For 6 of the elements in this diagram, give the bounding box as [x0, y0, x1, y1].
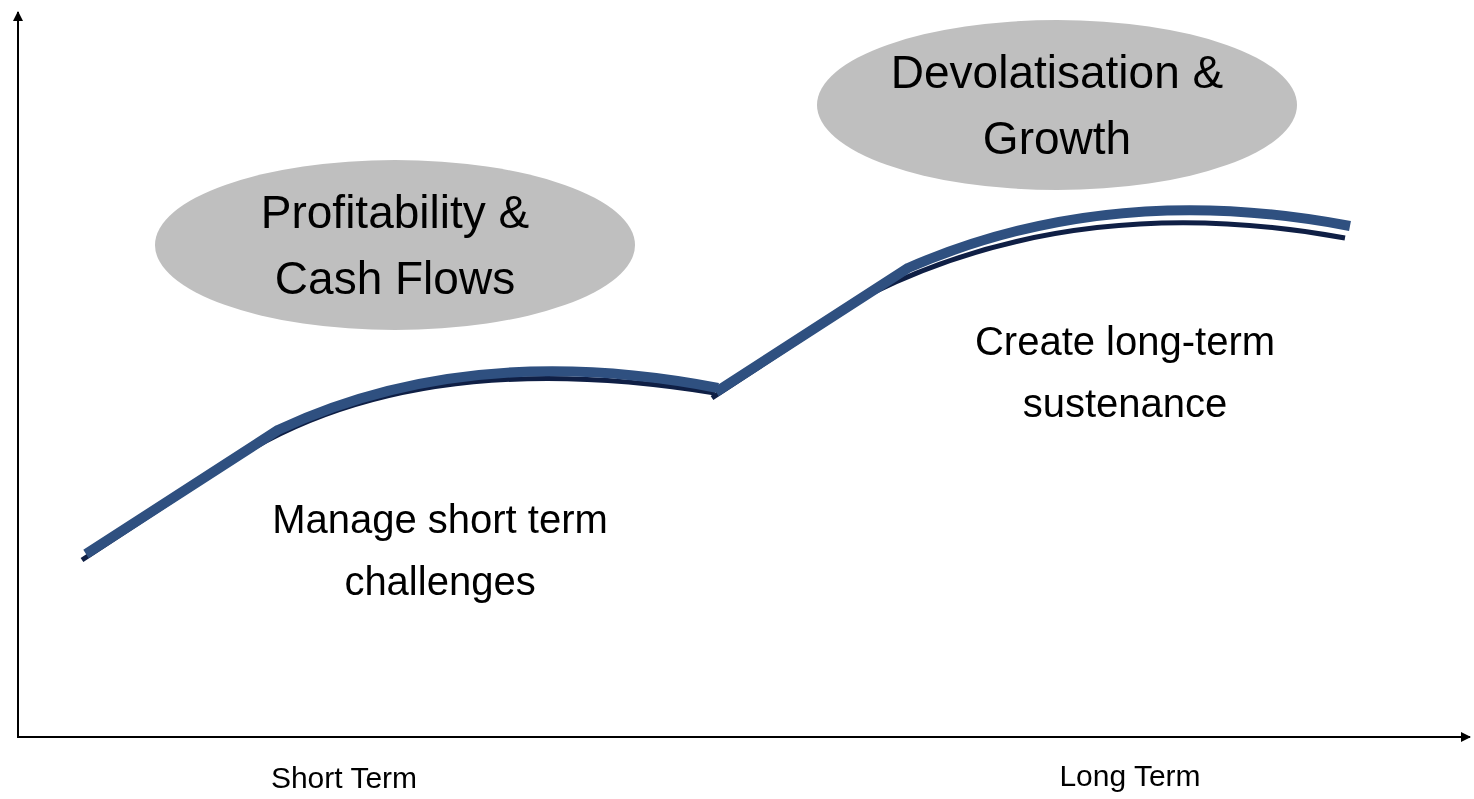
axis-label: Long Term	[1058, 758, 1202, 794]
ellipse-label: Profitability & Cash Flows	[259, 185, 531, 306]
axis-label: Short Term	[269, 760, 419, 796]
annotation-text: Manage short term challenges	[271, 496, 609, 605]
annotation-text: Create long-term sustenance	[973, 318, 1277, 427]
ellipse-label: Devolatisation & Growth	[889, 45, 1225, 166]
